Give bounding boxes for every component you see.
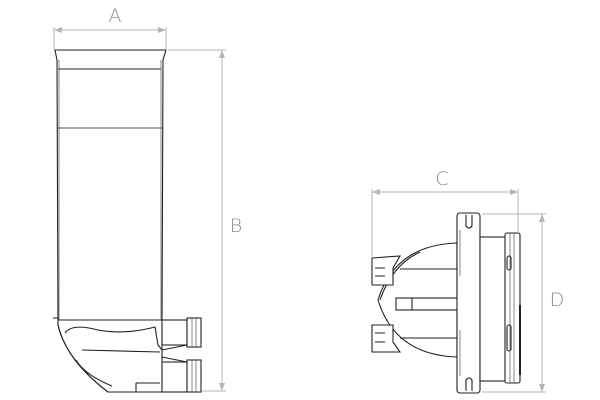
dimension-d: D — [482, 213, 565, 393]
dimension-a: A — [53, 5, 167, 50]
dimension-label-a: A — [109, 5, 122, 27]
dimension-label-c: C — [435, 168, 448, 190]
dimension-c: C — [371, 168, 519, 258]
dimension-b: B — [168, 49, 242, 392]
front-view-drawing — [371, 212, 521, 394]
dimension-label-d: D — [550, 289, 565, 311]
dimension-label-b: B — [230, 215, 242, 237]
side-view-drawing — [53, 49, 202, 393]
